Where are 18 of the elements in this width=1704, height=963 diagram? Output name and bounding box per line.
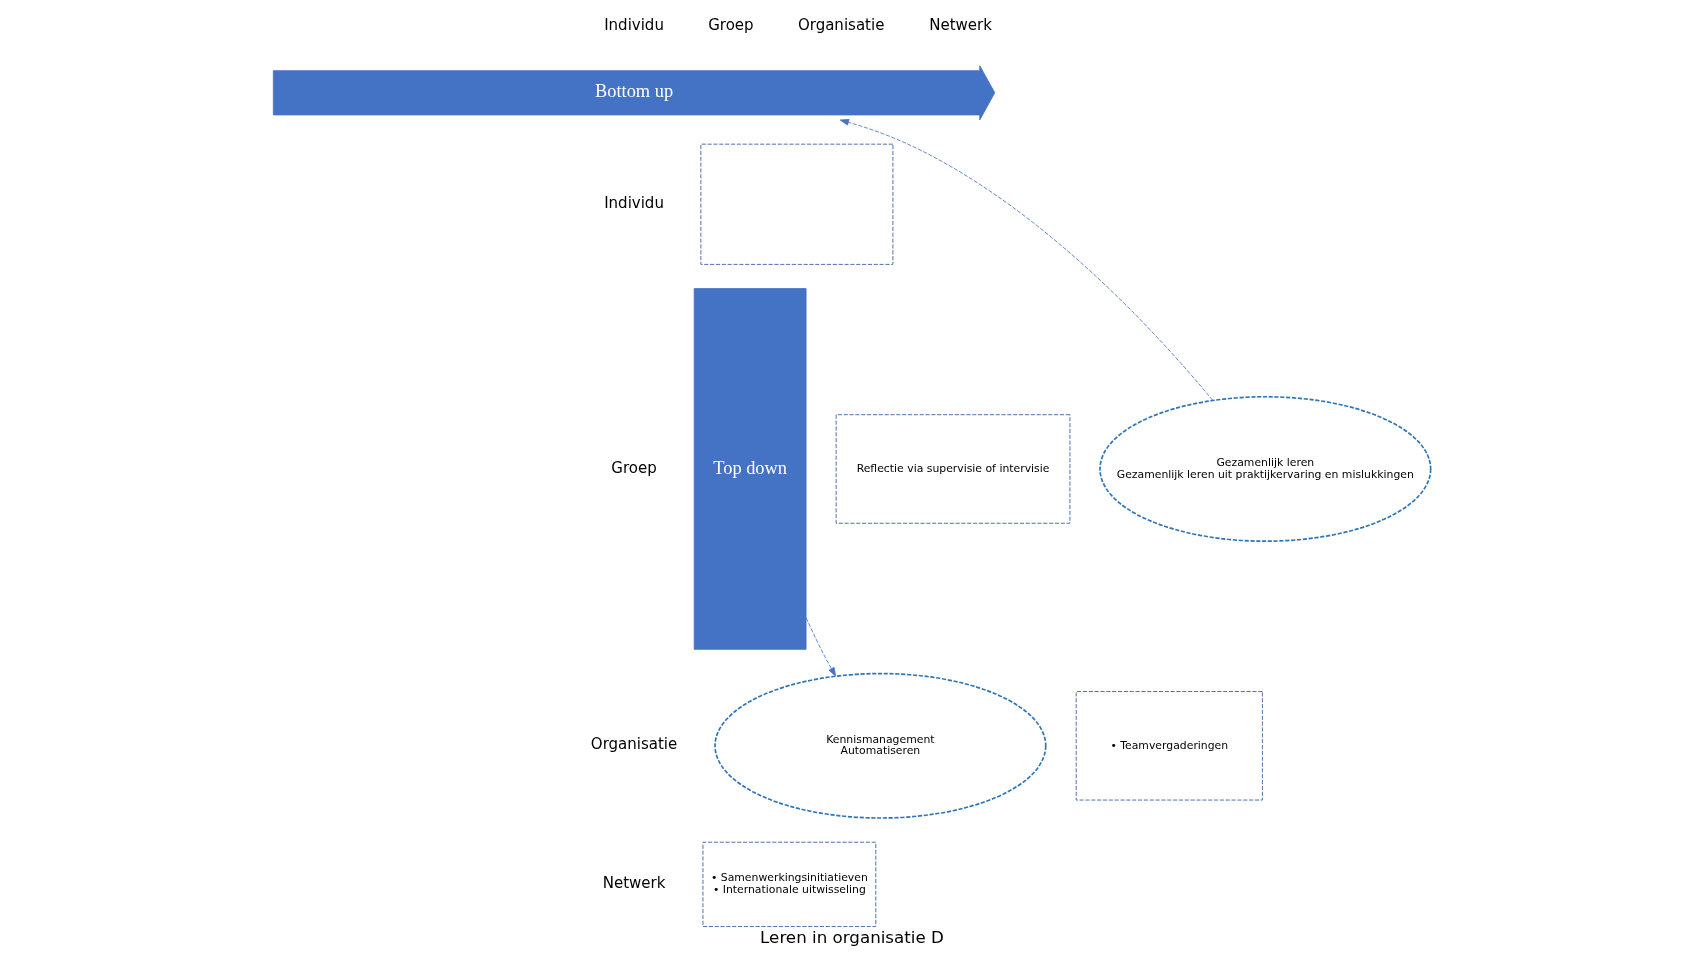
caption: Leren in organisatie D xyxy=(760,927,944,948)
arrow xyxy=(839,119,1214,401)
arrow xyxy=(805,617,837,677)
label: Individu xyxy=(604,193,664,212)
label: Groep xyxy=(611,458,657,477)
node-ellipse: Kennismanagement Automatiseren xyxy=(714,672,1047,819)
label: Netwerk xyxy=(602,874,666,893)
node-box xyxy=(700,143,894,265)
node-ellipse: Gezamenlijk leren Gezamenlijk leren uit praktijkervaring en mislukkingen xyxy=(1099,395,1432,543)
node-box: • Samenwerkingsinitiatieven • Internationale uitwisseling xyxy=(702,841,877,927)
node-box: Reflectie via supervisie of intervisie xyxy=(835,414,1071,524)
label: Individu xyxy=(604,16,664,35)
label: Netwerk xyxy=(929,16,992,35)
node-box: Top down xyxy=(693,288,807,650)
label: Organisatie xyxy=(797,16,885,35)
node-box: • Teamvergaderingen xyxy=(1075,691,1263,801)
label: Organisatie xyxy=(590,735,678,754)
label: Groep xyxy=(708,16,754,35)
